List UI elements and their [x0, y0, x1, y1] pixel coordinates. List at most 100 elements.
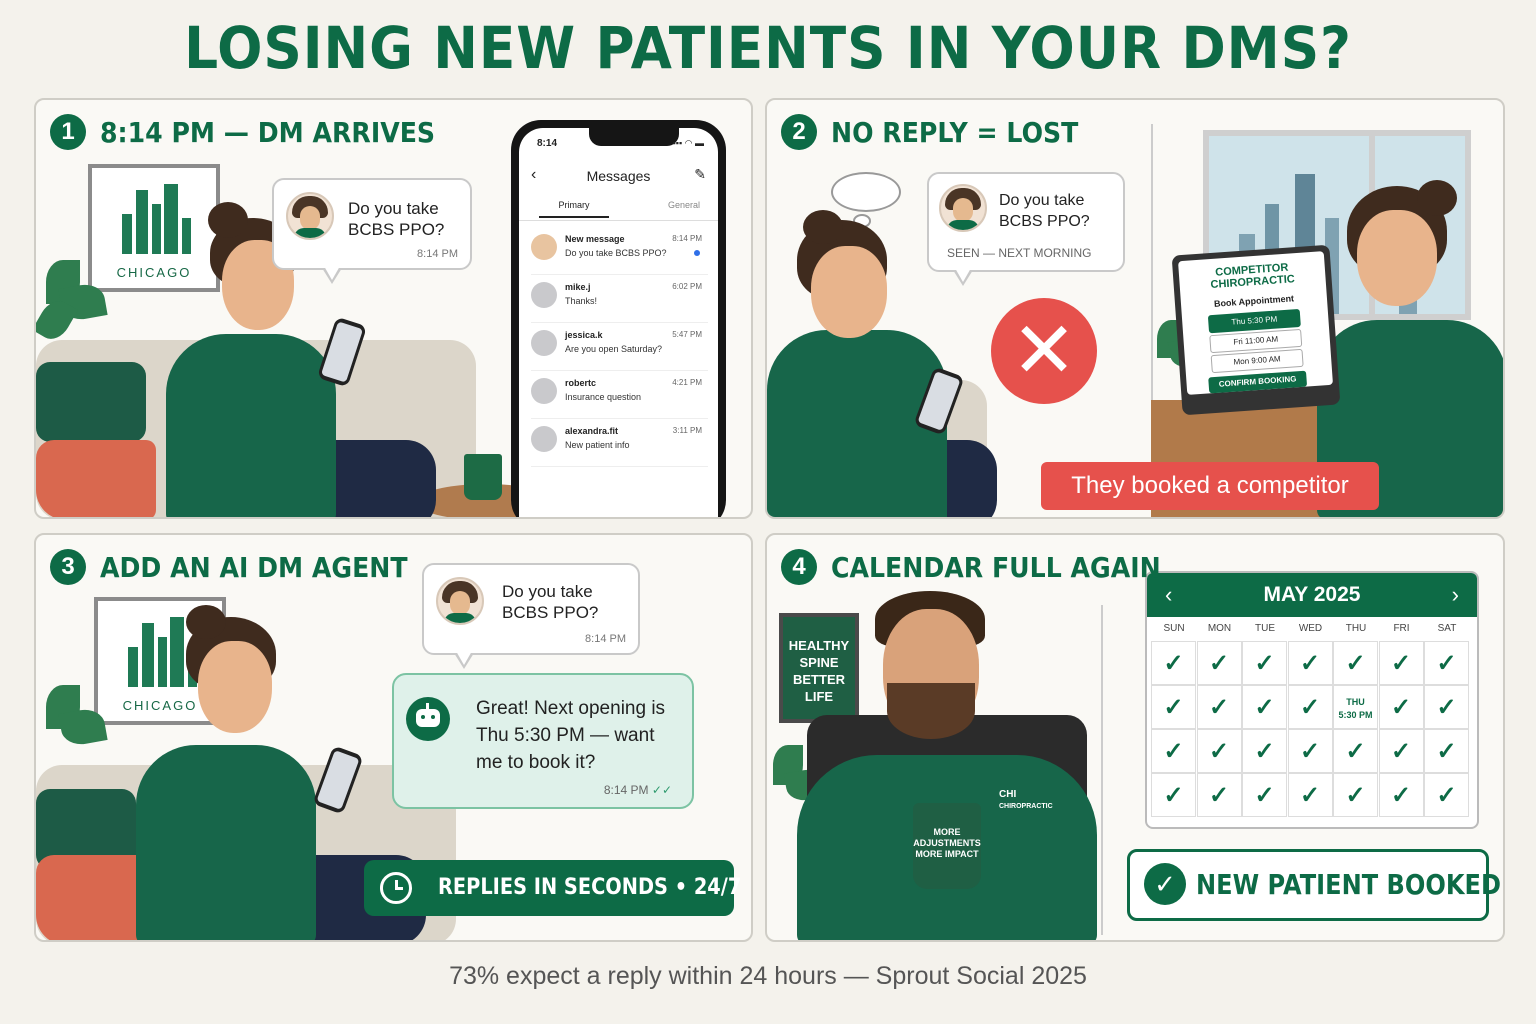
messages-title: Messages: [586, 168, 651, 184]
calendar-check-icon[interactable]: ✓: [1196, 729, 1242, 773]
calendar-check-icon[interactable]: ✓: [1151, 729, 1196, 773]
read-receipt-icon: ✓✓: [651, 783, 672, 797]
calendar-check-icon[interactable]: ✓: [1151, 641, 1196, 685]
step-number: 4: [781, 549, 817, 585]
calendar-month: MAY 2025: [1263, 583, 1361, 606]
blanket: [36, 855, 146, 940]
healthy-spine-poster: HEALTHY SPINE BETTER LIFE: [779, 613, 859, 723]
message-time: 3:11 PM: [672, 426, 702, 435]
panel-heading: CALENDAR FULL AGAIN: [831, 550, 1161, 584]
message-time: 6:02 PM: [672, 282, 702, 291]
ai-reply-bubble: Great! Next opening is Thu 5:30 PM — wan…: [392, 673, 694, 809]
message-row[interactable]: jessica.k Are you open Saturday? 5:47 PM: [531, 324, 708, 371]
tab-general[interactable]: General: [667, 200, 700, 210]
calendar-check-icon[interactable]: ✓: [1287, 641, 1333, 685]
bubble-line: Do you take: [348, 199, 439, 218]
calendar-check-icon[interactable]: ✓: [1196, 773, 1242, 817]
panel-ai-agent: 3 ADD AN AI DM AGENT CHICAGO Do you take…: [34, 533, 753, 942]
calendar-check-icon[interactable]: ✓: [1424, 641, 1469, 685]
badge-text: REPLIES IN SECONDS • 24/7: [438, 875, 742, 900]
phone-in-hand: [316, 316, 368, 388]
confirm-booking-button[interactable]: CONFIRM BOOKING: [1208, 370, 1308, 394]
calendar-check-icon[interactable]: ✓: [1196, 685, 1242, 729]
calendar-check-icon[interactable]: ✓: [1242, 685, 1287, 729]
message-time: 8:14 PM: [672, 234, 702, 243]
compose-icon[interactable]: ✎: [694, 166, 706, 182]
message-row[interactable]: robertc Insurance question 4:21 PM: [531, 372, 708, 419]
panel-calendar-full: 4 CALENDAR FULL AGAIN HEALTHY SPINE BETT…: [765, 533, 1505, 942]
patient-avatar: [436, 577, 484, 625]
chicago-poster: CHICAGO: [88, 164, 220, 292]
check-icon: ✓: [1144, 863, 1186, 905]
next-month-icon[interactable]: ›: [1451, 582, 1459, 607]
message-tabs: Primary General: [519, 198, 718, 221]
calendar-check-icon[interactable]: ✓: [1242, 773, 1287, 817]
calendar-check-icon[interactable]: ✓: [1151, 685, 1196, 729]
plant-illustration: [36, 675, 108, 785]
patient-avatar: [939, 184, 987, 232]
calendar-check-icon[interactable]: ✓: [1378, 773, 1424, 817]
plant-illustration: [767, 735, 829, 845]
calendar-day-header: SUN: [1163, 623, 1185, 634]
calendar-check-icon[interactable]: ✓: [1378, 729, 1424, 773]
message-sender: mike.j: [565, 282, 591, 292]
calendar-check-icon[interactable]: ✓: [1287, 729, 1333, 773]
calendar-check-icon[interactable]: ✓: [1424, 685, 1469, 729]
panel-title: 2 NO REPLY = LOST: [781, 114, 1106, 150]
calendar-check-icon[interactable]: ✓: [1242, 641, 1287, 685]
back-icon[interactable]: ‹: [531, 166, 537, 183]
calendar-check-icon[interactable]: ✓: [1378, 685, 1424, 729]
calendar-check-icon[interactable]: ✓: [1287, 773, 1333, 817]
message-row[interactable]: alexandra.fit New patient info 3:11 PM: [531, 420, 708, 467]
calendar-check-icon[interactable]: ✓: [1242, 729, 1287, 773]
message-row[interactable]: New message Do you take BCBS PPO? 8:14 P…: [531, 228, 708, 275]
bubble-line: Do you take: [502, 582, 593, 601]
panel-title: 4 CALENDAR FULL AGAIN: [781, 549, 1197, 585]
robot-icon: [406, 697, 450, 741]
replies-24-7-badge: REPLIES IN SECONDS • 24/7: [364, 860, 741, 916]
blanket: [36, 440, 156, 517]
phone-mockup: 8:14 ▪▪▪ ◠ ▬ ‹ Messages ✎ Primary Genera…: [511, 120, 726, 517]
message-row[interactable]: mike.j Thanks! 6:02 PM: [531, 276, 708, 323]
message-sender: robertc: [565, 378, 597, 388]
calendar-check-icon[interactable]: ✓: [1424, 729, 1469, 773]
lost-x-icon: ✕: [991, 298, 1097, 404]
calendar-check-icon[interactable]: ✓: [1378, 641, 1424, 685]
calendar-check-icon[interactable]: ✓: [1333, 773, 1378, 817]
poster-city-label: CHICAGO: [122, 698, 198, 713]
calendar-check-icon[interactable]: ✓: [1287, 685, 1333, 729]
couch-cushion: [36, 362, 146, 442]
time-slot[interactable]: Mon 9:00 AM: [1210, 348, 1304, 374]
unread-dot: [694, 250, 700, 256]
footer-stat: 73% expect a reply within 24 hours — Spr…: [449, 962, 1087, 990]
message-preview: Insurance question: [565, 392, 642, 402]
bubble-time: 8:14 PM: [585, 633, 626, 645]
message-sender: alexandra.fit: [565, 426, 619, 436]
message-preview: Thanks!: [565, 296, 598, 306]
calendar-check-icon[interactable]: ✓: [1333, 729, 1378, 773]
woman-at-laptop: [1307, 180, 1503, 517]
message-preview: New patient info: [565, 440, 630, 450]
tab-primary[interactable]: Primary: [539, 200, 609, 218]
calendar-day-header: WED: [1298, 623, 1323, 634]
calendar-day-header: MON: [1207, 623, 1232, 634]
avatar: [531, 234, 557, 260]
prev-month-icon[interactable]: ‹: [1165, 582, 1173, 607]
message-preview: Are you open Saturday?: [565, 344, 663, 354]
calendar-check-icon[interactable]: ✓: [1151, 773, 1196, 817]
calendar-header: ‹ MAY 2025 ›: [1147, 573, 1477, 617]
ai-reply-time: 8:14 PM ✓✓: [603, 783, 672, 797]
calendar-day-header: SAT: [1437, 623, 1457, 634]
status-time: 8:14: [537, 138, 558, 149]
patient-avatar: [286, 192, 334, 240]
calendar-check-icon[interactable]: ✓: [1333, 641, 1378, 685]
avatar: [531, 426, 557, 452]
message-preview: Do you take BCBS PPO?: [565, 248, 667, 258]
calendar-check-icon[interactable]: ✓: [1196, 641, 1242, 685]
calendar-check-icon[interactable]: ✓: [1424, 773, 1469, 817]
